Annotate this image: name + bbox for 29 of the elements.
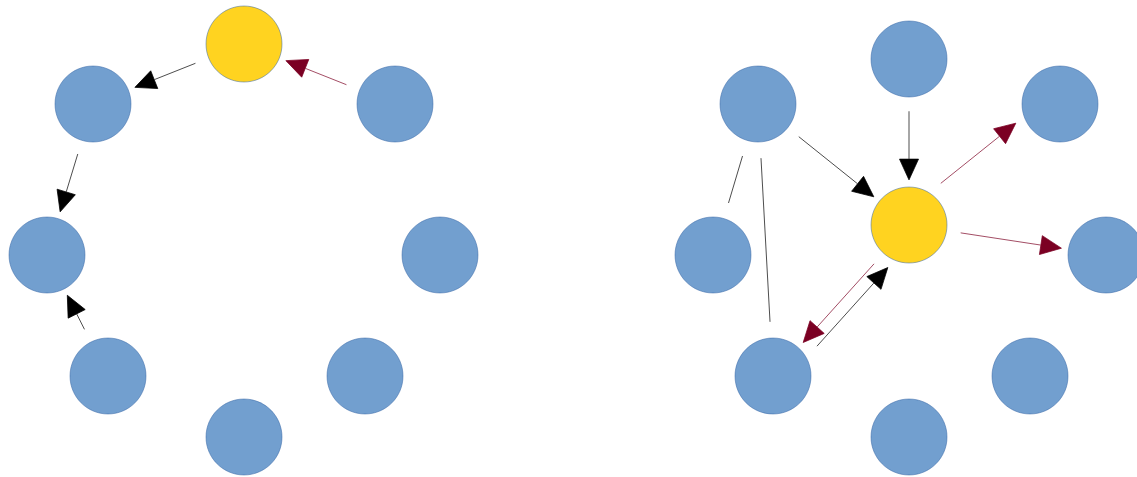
circle-node	[8, 216, 86, 294]
arrow	[940, 122, 1017, 184]
circle-node	[674, 216, 752, 294]
connector-line	[728, 155, 743, 204]
arrow	[66, 294, 86, 330]
circle-node	[734, 337, 812, 415]
circle-node	[205, 5, 283, 83]
connector-line	[760, 157, 771, 323]
arrow	[134, 62, 196, 89]
circle-node	[356, 65, 434, 143]
circle-node	[205, 398, 283, 476]
circle-node	[1067, 216, 1137, 294]
circle-node	[870, 20, 948, 98]
circle-node	[719, 65, 797, 143]
circle-node	[870, 186, 948, 264]
circle-node	[326, 337, 404, 415]
arrow	[960, 232, 1062, 255]
circle-node	[991, 337, 1069, 415]
circle-node	[870, 398, 948, 476]
circle-node	[401, 216, 479, 294]
circle-node	[69, 337, 147, 415]
arrow	[56, 153, 79, 213]
arrow	[798, 136, 875, 198]
arrow	[899, 110, 919, 181]
arrow	[816, 267, 889, 347]
circle-node	[1021, 65, 1099, 143]
arrow	[802, 263, 875, 343]
arrow	[285, 59, 347, 86]
circle-node	[54, 65, 132, 143]
